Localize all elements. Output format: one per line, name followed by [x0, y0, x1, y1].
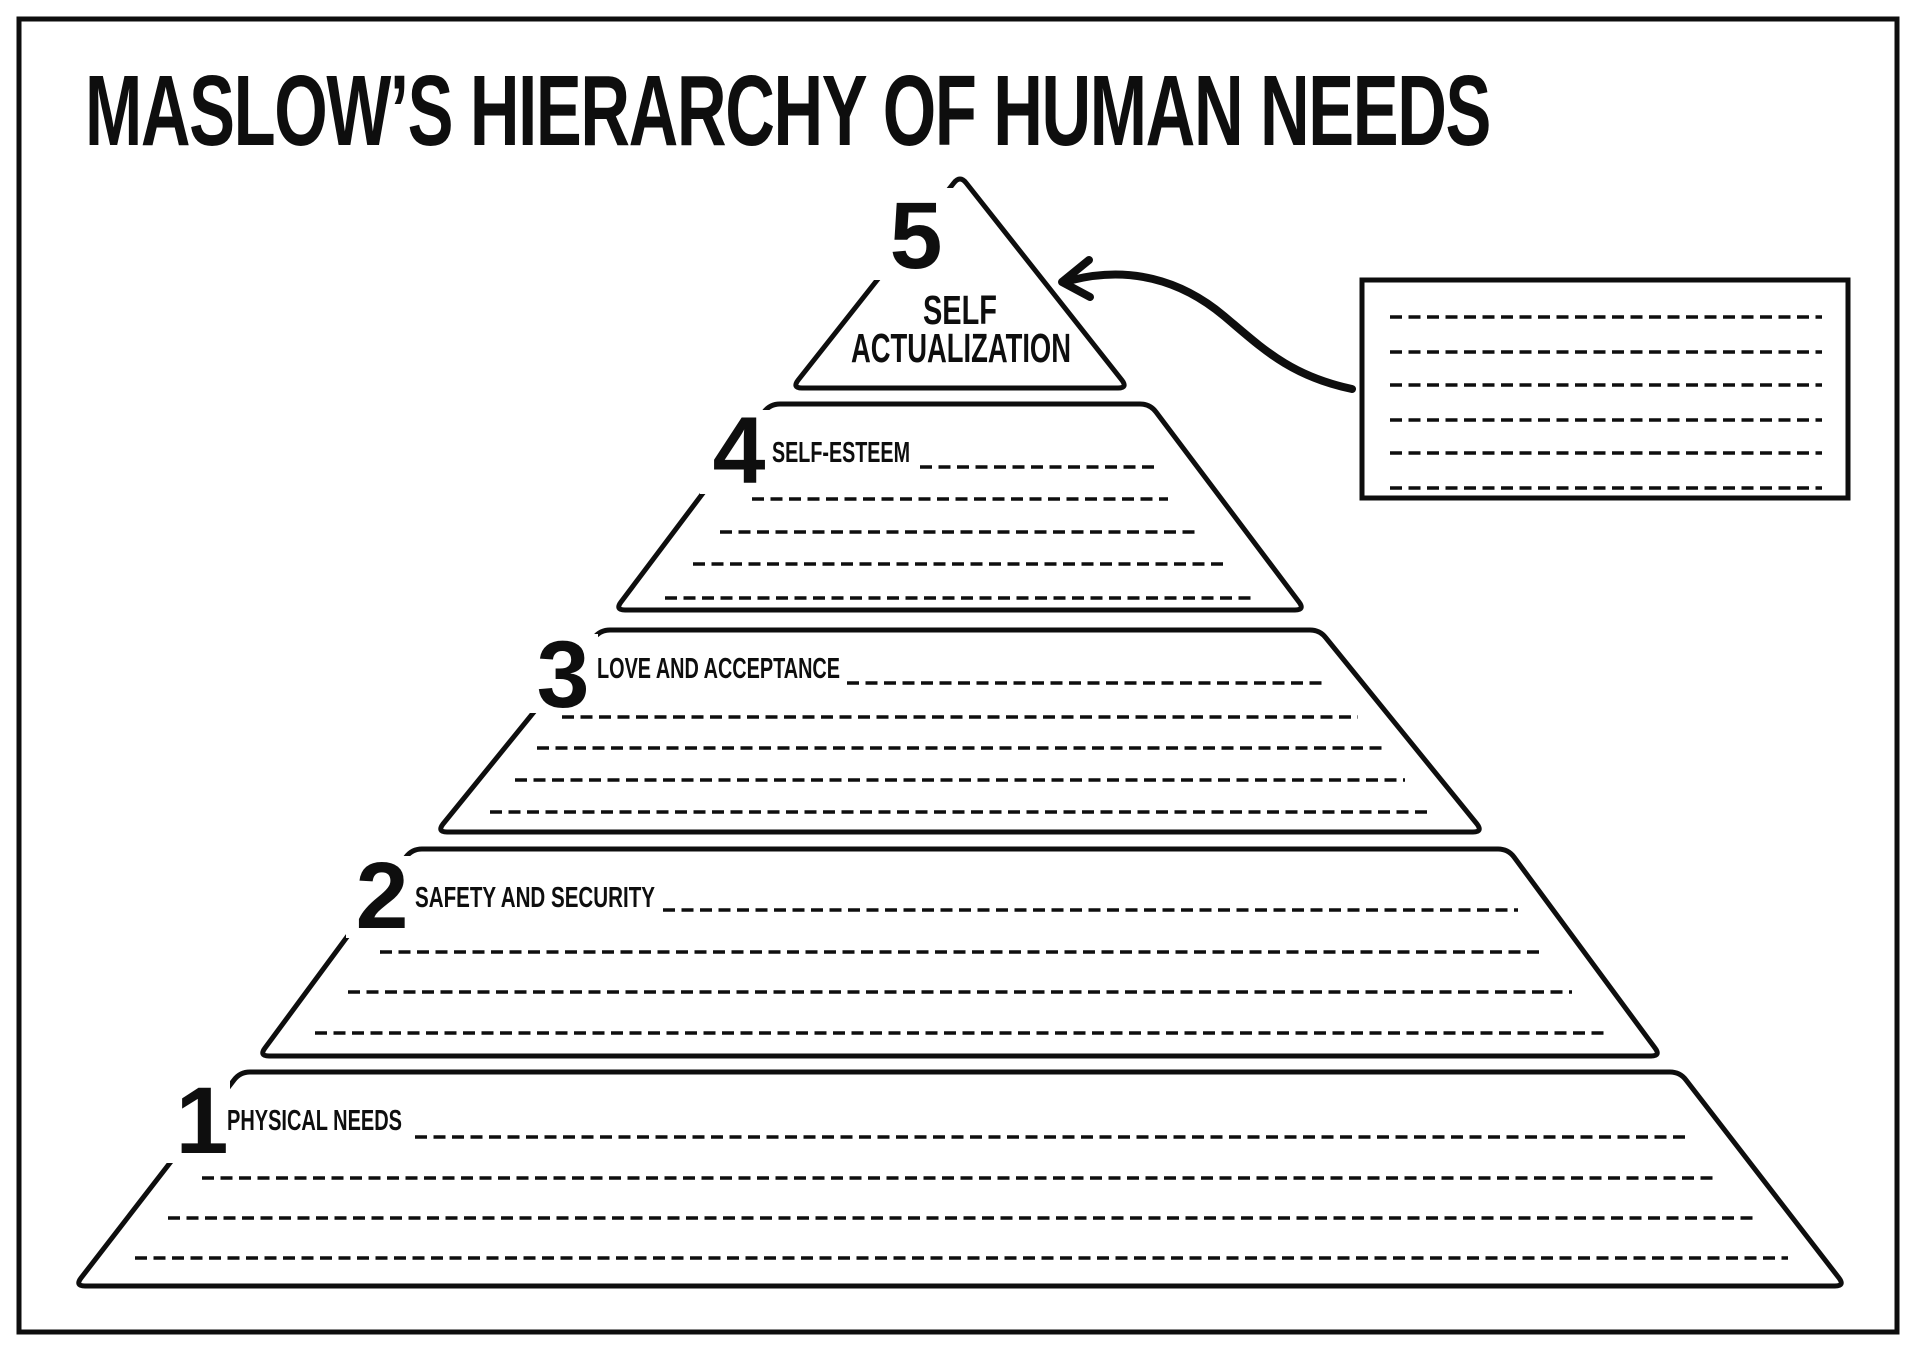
level-2-writing-lines: [315, 908, 1605, 1035]
notes-box-frame: [1359, 277, 1851, 501]
level-3-number-backdrop: [528, 634, 598, 713]
level-1-writing-lines: [135, 1135, 1788, 1260]
level-1-number-backdrop: [166, 1078, 230, 1163]
pyramid-level-5: 5 SELF ACTUALIZATION: [793, 176, 1127, 391]
level-5-number-backdrop: [872, 188, 956, 280]
level-2-number-backdrop: [346, 856, 418, 938]
level-3-label: LOVE AND ACCEPTANCE: [597, 653, 840, 685]
notes-box-writing-lines: [1390, 315, 1822, 490]
level-1-label: PHYSICAL NEEDS: [227, 1105, 402, 1137]
level-4-shape: [616, 401, 1304, 613]
pyramid-level-2: 2 SAFETY AND SECURITY: [260, 843, 1660, 1059]
level-5-label-line2: ACTUALIZATION: [851, 325, 1071, 371]
pyramid-level-1: 1 PHYSICAL NEEDS: [76, 1068, 1844, 1289]
curved-arrow-head: [1058, 256, 1094, 301]
level-1-shape: [76, 1069, 1844, 1289]
level-1-number: 1: [176, 1068, 229, 1174]
curved-arrow-line: [1068, 270, 1356, 393]
curved-arrow-icon: [1058, 256, 1356, 393]
level-2-number: 2: [356, 843, 409, 949]
page-border: [16, 16, 1900, 1335]
notes-box: [1359, 277, 1851, 501]
level-4-number-backdrop: [700, 410, 776, 494]
level-4-writing-lines: [665, 465, 1255, 600]
level-3-writing-lines: [490, 681, 1430, 814]
level-5-shape: [793, 176, 1127, 391]
level-5-label-line1: SELF: [923, 287, 997, 333]
level-4-number: 4: [713, 398, 766, 504]
pyramid-level-3: 3 LOVE AND ACCEPTANCE: [438, 622, 1482, 835]
level-3-number: 3: [537, 622, 590, 728]
page-title: MASLOW’S HIERARCHY OF HUMAN NEEDS: [85, 55, 1490, 167]
level-4-label: SELF-ESTEEM: [772, 437, 910, 469]
level-2-label: SAFETY AND SECURITY: [415, 882, 655, 914]
level-5-number: 5: [890, 183, 943, 289]
pyramid-level-4: 4 SELF-ESTEEM: [616, 398, 1304, 613]
